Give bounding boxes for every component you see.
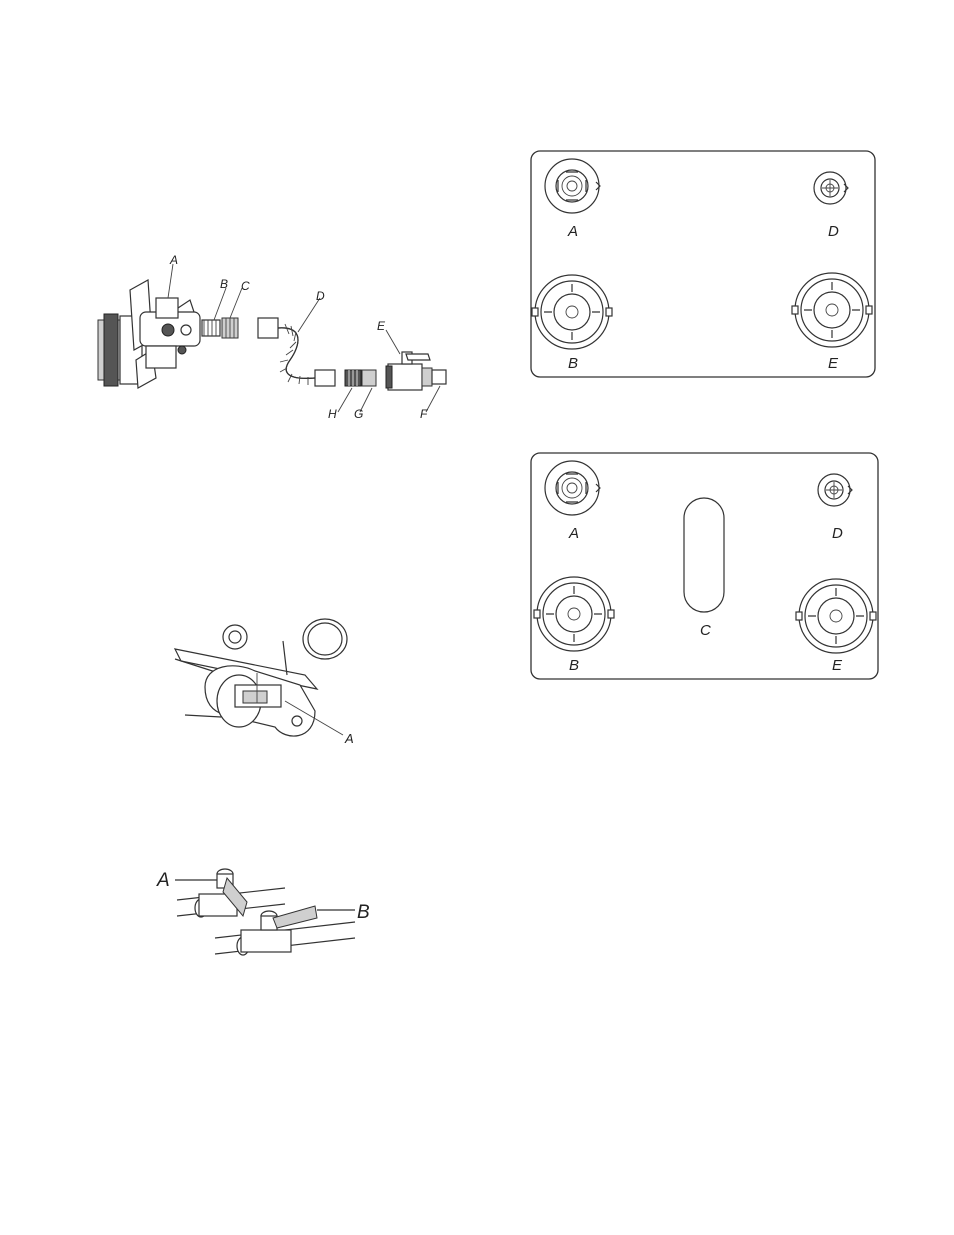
assembly-label-f: F: [420, 407, 428, 421]
burner-e: [791, 272, 873, 348]
panel5-label-e: E: [832, 657, 843, 674]
panel4-label-e: E: [828, 355, 839, 372]
burner-a: [544, 158, 601, 214]
nut-c: [221, 317, 239, 339]
burner-panel-five: A D C B E: [530, 452, 879, 680]
burner-a: [544, 460, 601, 516]
assembly-label-h: H: [328, 407, 337, 421]
assembly-label-g: G: [354, 407, 363, 421]
fitting-b: [201, 319, 221, 337]
outlet-f: [421, 367, 447, 387]
panel5-label-d: D: [832, 525, 843, 542]
assembly-figure: A B C D E F G H: [90, 250, 470, 430]
assembly-label-e: E: [377, 319, 386, 333]
burner-e: [795, 578, 877, 654]
assembly-label-b: B: [220, 277, 228, 291]
handle-a: [176, 868, 286, 918]
handles-figure: A B: [155, 858, 380, 958]
assembly-label-c: C: [241, 279, 250, 293]
fitting-h: [344, 369, 362, 387]
burner-panel-four: A D B E: [530, 150, 876, 378]
handles-label-a: A: [156, 870, 170, 891]
burner-d: [817, 473, 853, 507]
panel4-label-a: A: [567, 223, 578, 240]
fitting-g: [361, 369, 377, 387]
burner-c-oval: [683, 497, 725, 613]
handle-b: [214, 905, 356, 956]
burner-b: [531, 274, 613, 350]
valve-label-a: A: [344, 731, 354, 746]
burner-b: [533, 576, 615, 652]
panel5-label-c: C: [700, 622, 711, 639]
shutoff-valve-e: [385, 351, 431, 391]
panel5-label-b: B: [569, 657, 579, 674]
hose-d: [257, 317, 336, 387]
valve-body: [173, 618, 348, 737]
burner-d: [813, 171, 849, 205]
assembly-label-d: D: [316, 289, 325, 303]
panel4-label-b: B: [568, 355, 578, 372]
valve-closeup-figure: A: [165, 615, 370, 750]
panel4-label-d: D: [828, 223, 839, 240]
handles-label-b: B: [357, 902, 370, 923]
manifold-body: [97, 279, 201, 389]
assembly-label-a: A: [169, 253, 178, 267]
panel5-label-a: A: [568, 525, 579, 542]
